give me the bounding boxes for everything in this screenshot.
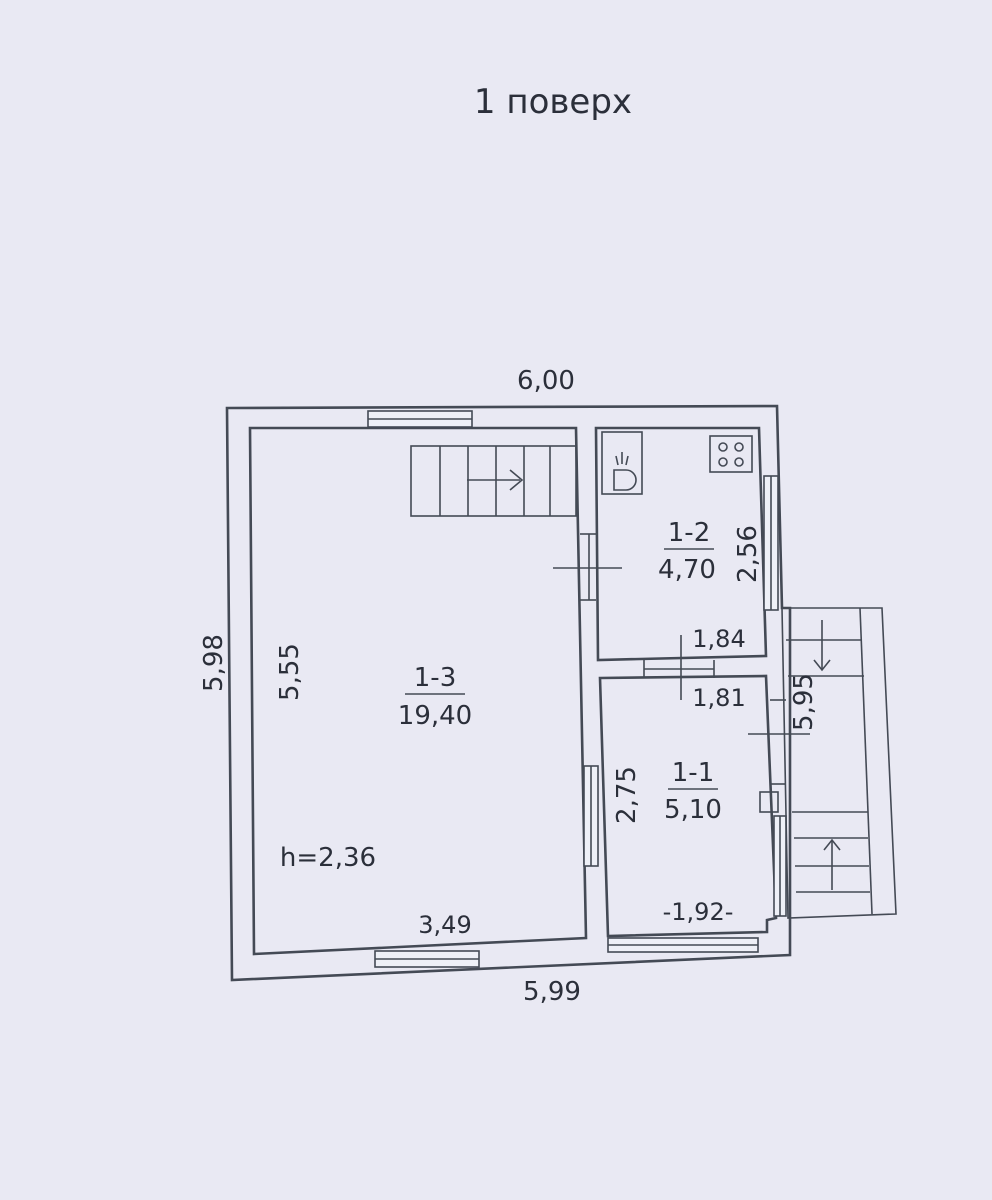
dim-room-bottom-width: 3,49 [418,911,471,939]
ceiling-height: h=2,36 [280,843,376,873]
door-entry [748,699,810,813]
dim-bottom-width: 5,99 [523,977,581,1007]
room-code: 1-2 [668,518,710,548]
dim-inner-left-height: 5,55 [275,643,305,701]
room-1-1-outline [598,674,778,938]
window-bottom-left [374,950,480,968]
room-code: 1-3 [414,663,456,693]
room-1-3-outline [248,426,588,956]
door-kitchen [553,533,622,601]
door-corridor [643,635,715,700]
room-area: 19,40 [398,701,472,731]
window-hall-right [773,815,787,917]
room-1-1-label: 1-1 5,10 [664,758,722,825]
dim-kitchen-height: 2,56 [733,525,763,583]
porch-arrow-down-icon [813,659,831,672]
room-1-2-outline [594,426,768,662]
dim-hall-bottom-width: -1,92- [663,898,734,926]
window-top [367,410,473,428]
room-area: 5,10 [664,795,722,825]
room-code: 1-1 [672,758,714,788]
porch-staircase [781,607,897,919]
window-bottom-right [607,937,759,953]
dim-left-height: 5,98 [199,634,229,692]
room-1-3-label: 1-3 19,40 [398,663,472,731]
stove-icon [709,435,753,473]
porch-arrow-up-icon [823,838,841,851]
dim-top-width: 6,00 [517,366,575,396]
dim-corridor-bottom: 1,81 [692,684,745,712]
sink-icon [601,431,643,495]
window-hall-left [583,765,599,867]
stair-arrow-icon [509,469,524,491]
dim-stair-length: 5,95 [789,673,819,731]
plan-title: 1 поверх [474,82,632,122]
dim-hall-height: 2,75 [612,766,642,824]
room-1-2-label: 1-2 4,70 [658,518,716,585]
dim-corridor-top: 1,84 [692,625,745,653]
interior-staircase [410,445,577,517]
room-area: 4,70 [658,555,716,585]
window-kitchen-right [763,475,779,611]
